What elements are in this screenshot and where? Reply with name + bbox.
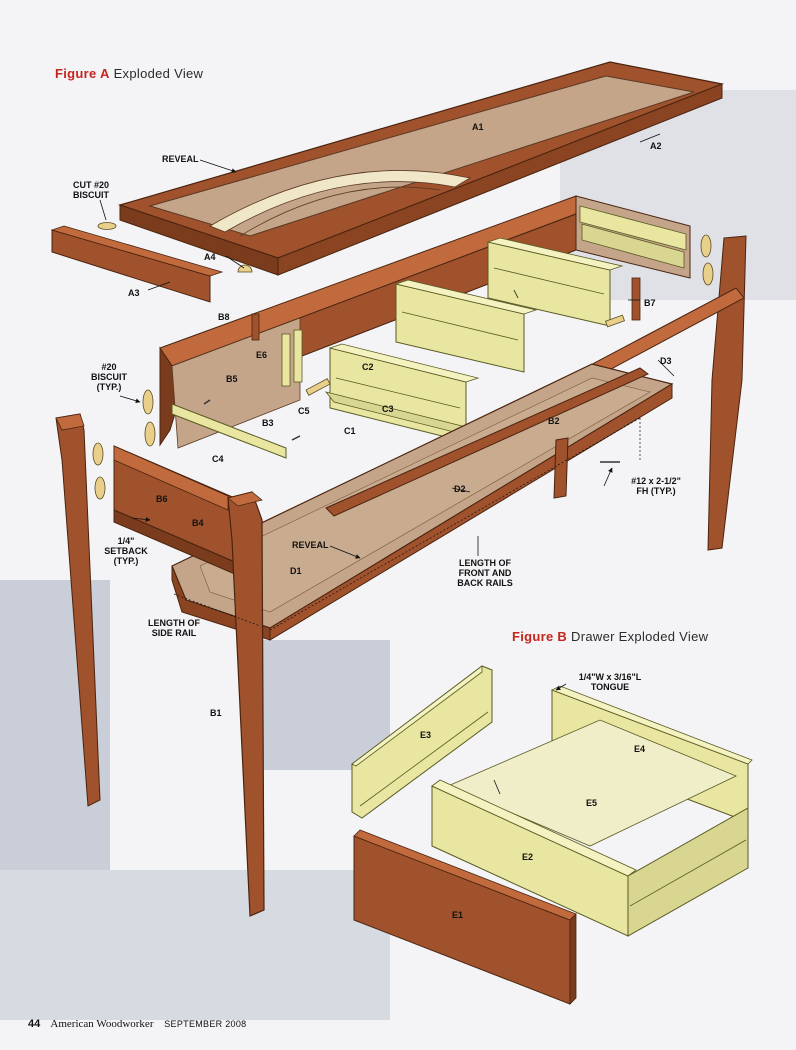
- biscuits-side: [92, 234, 714, 500]
- label-b4: B4: [192, 518, 204, 528]
- label-c1: C1: [344, 426, 356, 436]
- label-b2: B2: [548, 416, 560, 426]
- dimension-lines: [173, 417, 641, 631]
- label-b3: B3: [262, 418, 274, 428]
- label-c4: C4: [212, 454, 224, 464]
- front-left-leg: [55, 413, 101, 807]
- leader-lines-b: [493, 683, 567, 795]
- label-reveal-bottom: REVEAL: [292, 540, 329, 550]
- label-b6: B6: [156, 494, 168, 504]
- label-b1: B1: [210, 708, 222, 718]
- block-c5: [305, 378, 331, 396]
- label-e1: E1: [452, 910, 464, 920]
- bleed-through-block: [0, 870, 390, 1020]
- bottom-panel-d1: [171, 363, 674, 641]
- label-a4: A4: [204, 252, 216, 262]
- back-middle-leg: [553, 437, 569, 499]
- bleed-through-block: [250, 640, 390, 770]
- magazine-name: American Woodworker: [50, 1018, 154, 1030]
- label-cut-biscuit: CUT #20 BISCUIT: [72, 180, 109, 200]
- label-a3: A3: [128, 288, 140, 298]
- label-b7: B7: [644, 298, 656, 308]
- label-tongue: 1/4"W x 3/16"L TONGUE: [578, 672, 642, 692]
- drawer-guide-middle: [394, 279, 538, 373]
- figure-a-title: Figure A Exploded View: [55, 66, 203, 81]
- block-b7: [631, 277, 641, 321]
- label-e4: E4: [634, 744, 646, 754]
- issue-date: SEPTEMBER 2008: [164, 1019, 247, 1029]
- label-d2: D2: [454, 484, 466, 494]
- label-e2: E2: [522, 852, 534, 862]
- label-screw: #12 x 2-1/2" FH (TYP.): [631, 476, 681, 496]
- label-a2: A2: [650, 141, 662, 151]
- drawer-side-e3: [351, 665, 493, 819]
- drawer-false-front-e1: [353, 829, 577, 1005]
- figure-a-caption: Exploded View: [113, 66, 204, 81]
- label-c2: C2: [362, 362, 374, 372]
- figure-b-title: Figure B Drawer Exploded View: [512, 629, 708, 644]
- drawer-guide-c2-c3: [324, 343, 480, 443]
- leader-lines-a: [99, 133, 675, 559]
- label-e6: E6: [256, 350, 268, 360]
- figure-b-caption: Drawer Exploded View: [571, 629, 709, 644]
- label-a1: A1: [472, 122, 484, 132]
- label-front-back-rails: LENGTH OF FRONT AND BACK RAILS: [457, 558, 513, 588]
- drawer-front-e2: [431, 779, 749, 937]
- label-b8: B8: [218, 312, 230, 322]
- label-b5: B5: [226, 374, 238, 384]
- back-apron-b5: [159, 195, 577, 449]
- label-d3: D3: [660, 356, 672, 366]
- page-number: 44: [28, 1018, 41, 1030]
- drawer-bottom-e5: [446, 719, 737, 847]
- block-b8: [251, 313, 260, 341]
- label-c3: C3: [382, 404, 394, 414]
- top-panel-a1: [148, 75, 695, 237]
- front-right-leg-b1: [227, 491, 265, 917]
- label-c5: C5: [298, 406, 310, 416]
- label-e3: E3: [420, 730, 432, 740]
- figure-b-prefix: Figure B: [512, 629, 568, 644]
- cleat-d2: [325, 367, 649, 517]
- divider-strips-e6: [281, 329, 303, 387]
- front-rail-a3: [50, 225, 224, 303]
- page-footer: 44 American Woodworker SEPTEMBER 2008: [28, 1018, 246, 1030]
- drawer-guide-right: [486, 237, 624, 327]
- figure-a-prefix: Figure A: [55, 66, 110, 81]
- screws: [203, 399, 620, 463]
- label-side-rail: LENGTH OF SIDE RAIL: [148, 618, 200, 638]
- label-d1: D1: [290, 566, 302, 576]
- back-right-leg: [707, 235, 747, 551]
- right-end-assembly: [575, 195, 691, 279]
- label-e5: E5: [586, 798, 598, 808]
- label-reveal-top: REVEAL: [162, 154, 199, 164]
- label-setback: 1/4" SETBACK (TYP.): [104, 536, 148, 566]
- label-biscuit-typ: #20 BISCUIT (TYP.): [91, 362, 127, 392]
- kicker-c4: [171, 403, 287, 459]
- block-small-right: [605, 314, 625, 328]
